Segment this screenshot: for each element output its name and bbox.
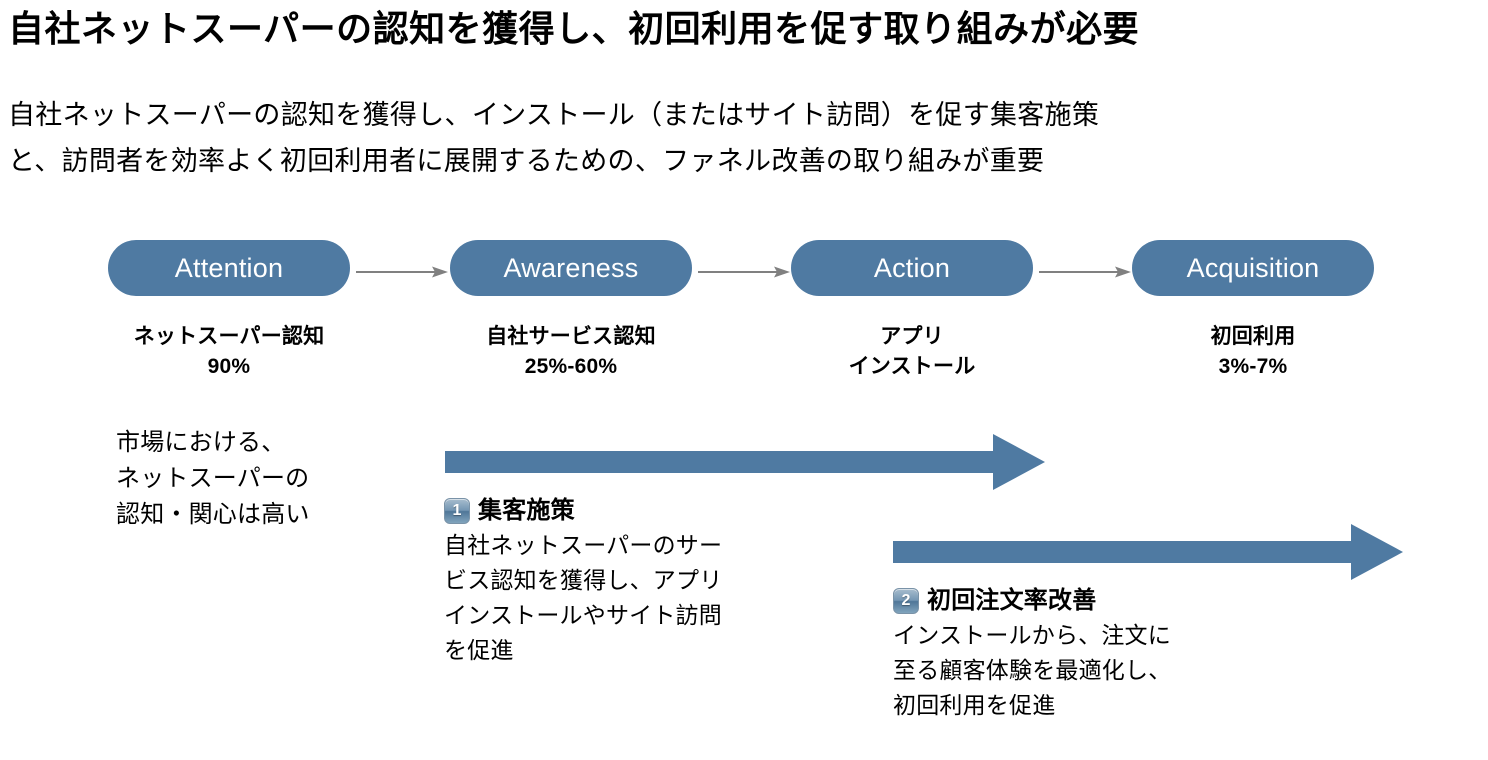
subtitle-line: と、訪問者を効率よく初回利用者に展開するための、ファネル改善の取り組みが重要	[8, 146, 1045, 176]
stage-pill-label: Awareness	[503, 252, 639, 283]
funnel-stage-acquisition[interactable]: Acquisition 初回利用 3%-7%	[1132, 240, 1374, 382]
callout-title: 初回注文率改善	[927, 587, 1097, 614]
stage-caption-awareness: 自社サービス認知 25%-60%	[450, 322, 692, 382]
number-badge-icon: 2	[893, 588, 919, 615]
funnel-stage-action[interactable]: Action アプリ インストール	[791, 240, 1033, 382]
stage-caption-line: インストール	[848, 355, 976, 378]
stage-caption-line: 初回利用	[1210, 325, 1296, 348]
market-awareness-note: 市場における、 ネットスーパーの 認知・関心は高い	[116, 425, 310, 533]
stage-value: 3%-7%	[1218, 355, 1288, 378]
callout-body-line: 至る顧客体験を最適化し、	[893, 656, 1172, 683]
stage-caption-line: 自社サービス認知	[486, 325, 656, 348]
block-arrow-first-order-flow	[893, 524, 1403, 580]
callout-header: 1 集客施策	[444, 497, 824, 526]
callout-header: 2 初回注文率改善	[893, 587, 1273, 616]
note-line: 市場における、	[116, 429, 286, 456]
block-arrow-acquisition-flow	[445, 434, 1045, 490]
callout-body-line: インストールやサイト訪問	[444, 601, 722, 628]
callout-body-line: インストールから、注文に	[893, 621, 1171, 648]
stage-pill-attention[interactable]: Attention	[108, 240, 350, 296]
arrow-right-icon	[356, 266, 448, 278]
stage-caption-attention: ネットスーパー認知 90%	[108, 322, 350, 382]
stage-pill-acquisition[interactable]: Acquisition	[1132, 240, 1374, 296]
connector-arrow-3	[1039, 266, 1131, 278]
callout-body-line: を促進	[444, 636, 514, 663]
number-badge-label: 2	[901, 592, 911, 610]
stage-caption-acquisition: 初回利用 3%-7%	[1132, 322, 1374, 382]
page-subtitle: 自社ネットスーパーの認知を獲得し、インストール（またはサイト訪問）を促す集客施策…	[8, 92, 1099, 184]
callout-body-line: ビス認知を獲得し、アプリ	[444, 566, 723, 593]
stage-value: 25%-60%	[524, 355, 618, 378]
arrow-right-icon	[1039, 266, 1131, 278]
callout-first-order-rate[interactable]: 2 初回注文率改善 インストールから、注文に 至る顧客体験を最適化し、 初回利用…	[893, 587, 1273, 723]
page-title: 自社ネットスーパーの認知を獲得し、初回利用を促す取り組みが必要	[8, 8, 1140, 49]
connector-arrow-2	[698, 266, 790, 278]
stage-pill-label: Acquisition	[1186, 252, 1320, 283]
number-badge-label: 1	[452, 502, 462, 520]
subtitle-line: 自社ネットスーパーの認知を獲得し、インストール（またはサイト訪問）を促す集客施策	[8, 100, 1100, 130]
block-arrow-right-icon	[893, 524, 1403, 580]
callout-customer-acquisition[interactable]: 1 集客施策 自社ネットスーパーのサー ビス認知を獲得し、アプリ インストールや…	[444, 497, 824, 668]
stage-pill-label: Attention	[174, 252, 284, 283]
callout-title: 集客施策	[478, 497, 575, 524]
stage-pill-label: Action	[873, 252, 951, 283]
funnel-stage-attention[interactable]: Attention ネットスーパー認知 90%	[108, 240, 350, 382]
connector-arrow-1	[356, 266, 448, 278]
stage-caption-action: アプリ インストール	[791, 322, 1033, 382]
stage-value: 90%	[207, 355, 251, 378]
callout-body: インストールから、注文に 至る顧客体験を最適化し、 初回利用を促進	[893, 618, 1273, 723]
stage-caption-line: アプリ	[880, 325, 944, 348]
stage-pill-action[interactable]: Action	[791, 240, 1033, 296]
block-arrow-right-icon	[445, 434, 1045, 490]
arrow-right-icon	[698, 266, 790, 278]
note-line: 認知・関心は高い	[116, 501, 310, 528]
callout-body: 自社ネットスーパーのサー ビス認知を獲得し、アプリ インストールやサイト訪問 を…	[444, 528, 824, 668]
funnel-diagram: Attention ネットスーパー認知 90% Awareness 自社サービス…	[0, 240, 1488, 410]
callout-body-line: 自社ネットスーパーのサー	[444, 531, 723, 558]
number-badge-icon: 1	[444, 498, 470, 525]
funnel-stage-awareness[interactable]: Awareness 自社サービス認知 25%-60%	[450, 240, 692, 382]
stage-caption-line: ネットスーパー認知	[133, 325, 325, 348]
stage-pill-awareness[interactable]: Awareness	[450, 240, 692, 296]
note-line: ネットスーパーの	[116, 465, 310, 492]
callout-body-line: 初回利用を促進	[893, 691, 1056, 718]
